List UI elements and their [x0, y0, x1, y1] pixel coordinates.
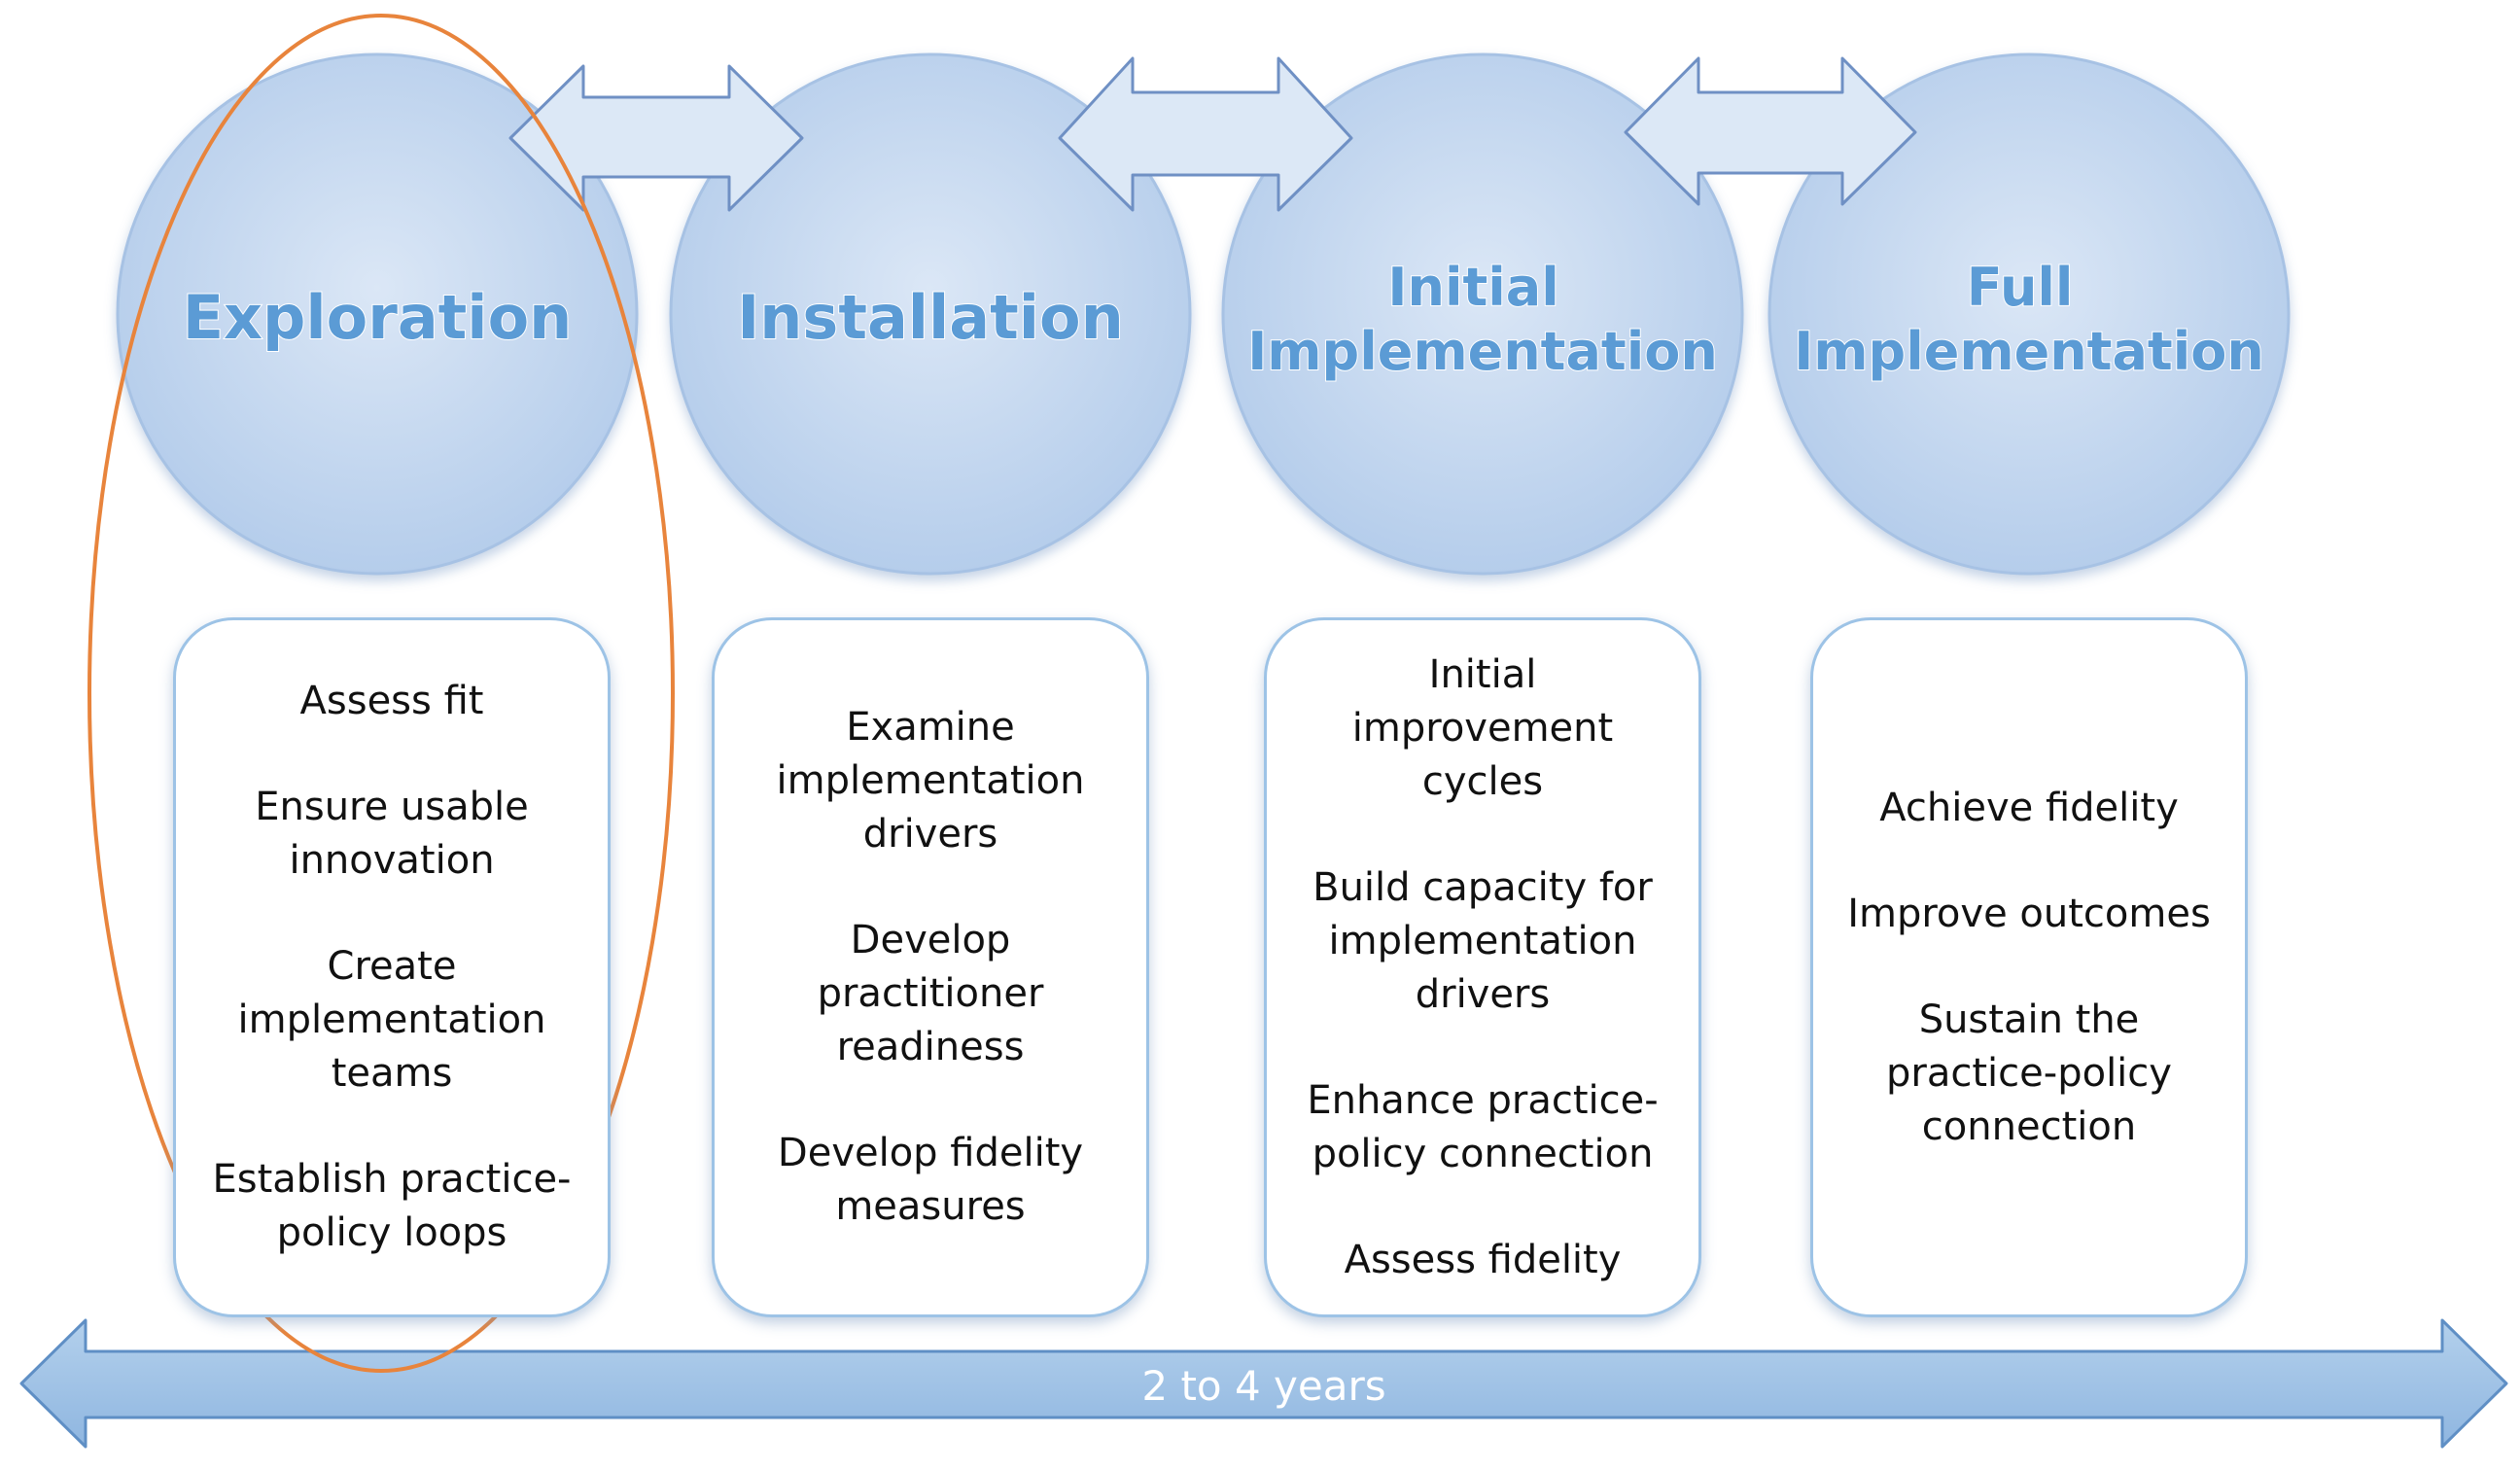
stage-title-initial-implementation: Initial Implementation	[1247, 257, 1718, 382]
timeline-arrow: 2 to 4 years	[19, 1318, 2508, 1449]
stage-title-full-implementation: Full Implementation	[1794, 257, 2264, 382]
activity-item: Sustain the practice-policy connection	[1886, 997, 2172, 1149]
stage-title-exploration: Exploration	[183, 282, 573, 353]
stage-circle-exploration	[116, 52, 639, 576]
activity-item: Initial improvement cycles	[1351, 651, 1614, 804]
activities-box-exploration: Assess fit Ensure usable innovation Crea…	[173, 617, 611, 1317]
stage-connectors	[508, 56, 1917, 212]
activity-item: Build capacity for implementation driver…	[1312, 864, 1653, 1017]
activity-item: Examine implementation drivers	[776, 705, 1085, 857]
activity-item: Ensure usable innovation	[255, 785, 529, 883]
activity-item: Assess fit	[299, 679, 484, 723]
activity-item: Create implementation teams	[237, 944, 546, 1096]
activity-item: Enhance practice- policy connection	[1307, 1077, 1659, 1176]
activities-box-full-implementation: Achieve fidelity Improve outcomes Sustai…	[1810, 617, 2248, 1317]
activity-item: Develop fidelity measures	[777, 1131, 1084, 1229]
activity-item: Assess fidelity	[1344, 1237, 1622, 1282]
exploration-highlight-ellipse	[88, 14, 675, 1373]
activities-box-initial-implementation: Initial improvement cycles Build capacit…	[1264, 617, 1701, 1317]
timeline-label: 2 to 4 years	[1141, 1362, 1385, 1410]
activity-item: Improve outcomes	[1847, 891, 2211, 936]
double-arrow-icon	[508, 64, 804, 212]
stage-titles: Exploration Installation Initial Impleme…	[182, 256, 2265, 383]
activity-item: Achieve fidelity	[1879, 785, 2179, 830]
activity-item: Develop practitioner readiness	[817, 918, 1044, 1069]
stage-circles	[116, 52, 2291, 576]
stage-circle-installation	[669, 52, 1192, 576]
stage-circle-initial-implementation	[1221, 52, 1744, 576]
activity-item: Establish practice- policy loops	[212, 1157, 572, 1255]
stage-circle-full-implementation	[1768, 52, 2291, 576]
double-arrow-icon	[1058, 56, 1353, 212]
timeline-double-arrow-icon	[19, 1318, 2508, 1449]
double-arrow-icon	[1624, 56, 1917, 206]
stage-title-installation: Installation	[737, 282, 1124, 353]
activities-box-installation: Examine implementation drivers Develop p…	[712, 617, 1149, 1317]
